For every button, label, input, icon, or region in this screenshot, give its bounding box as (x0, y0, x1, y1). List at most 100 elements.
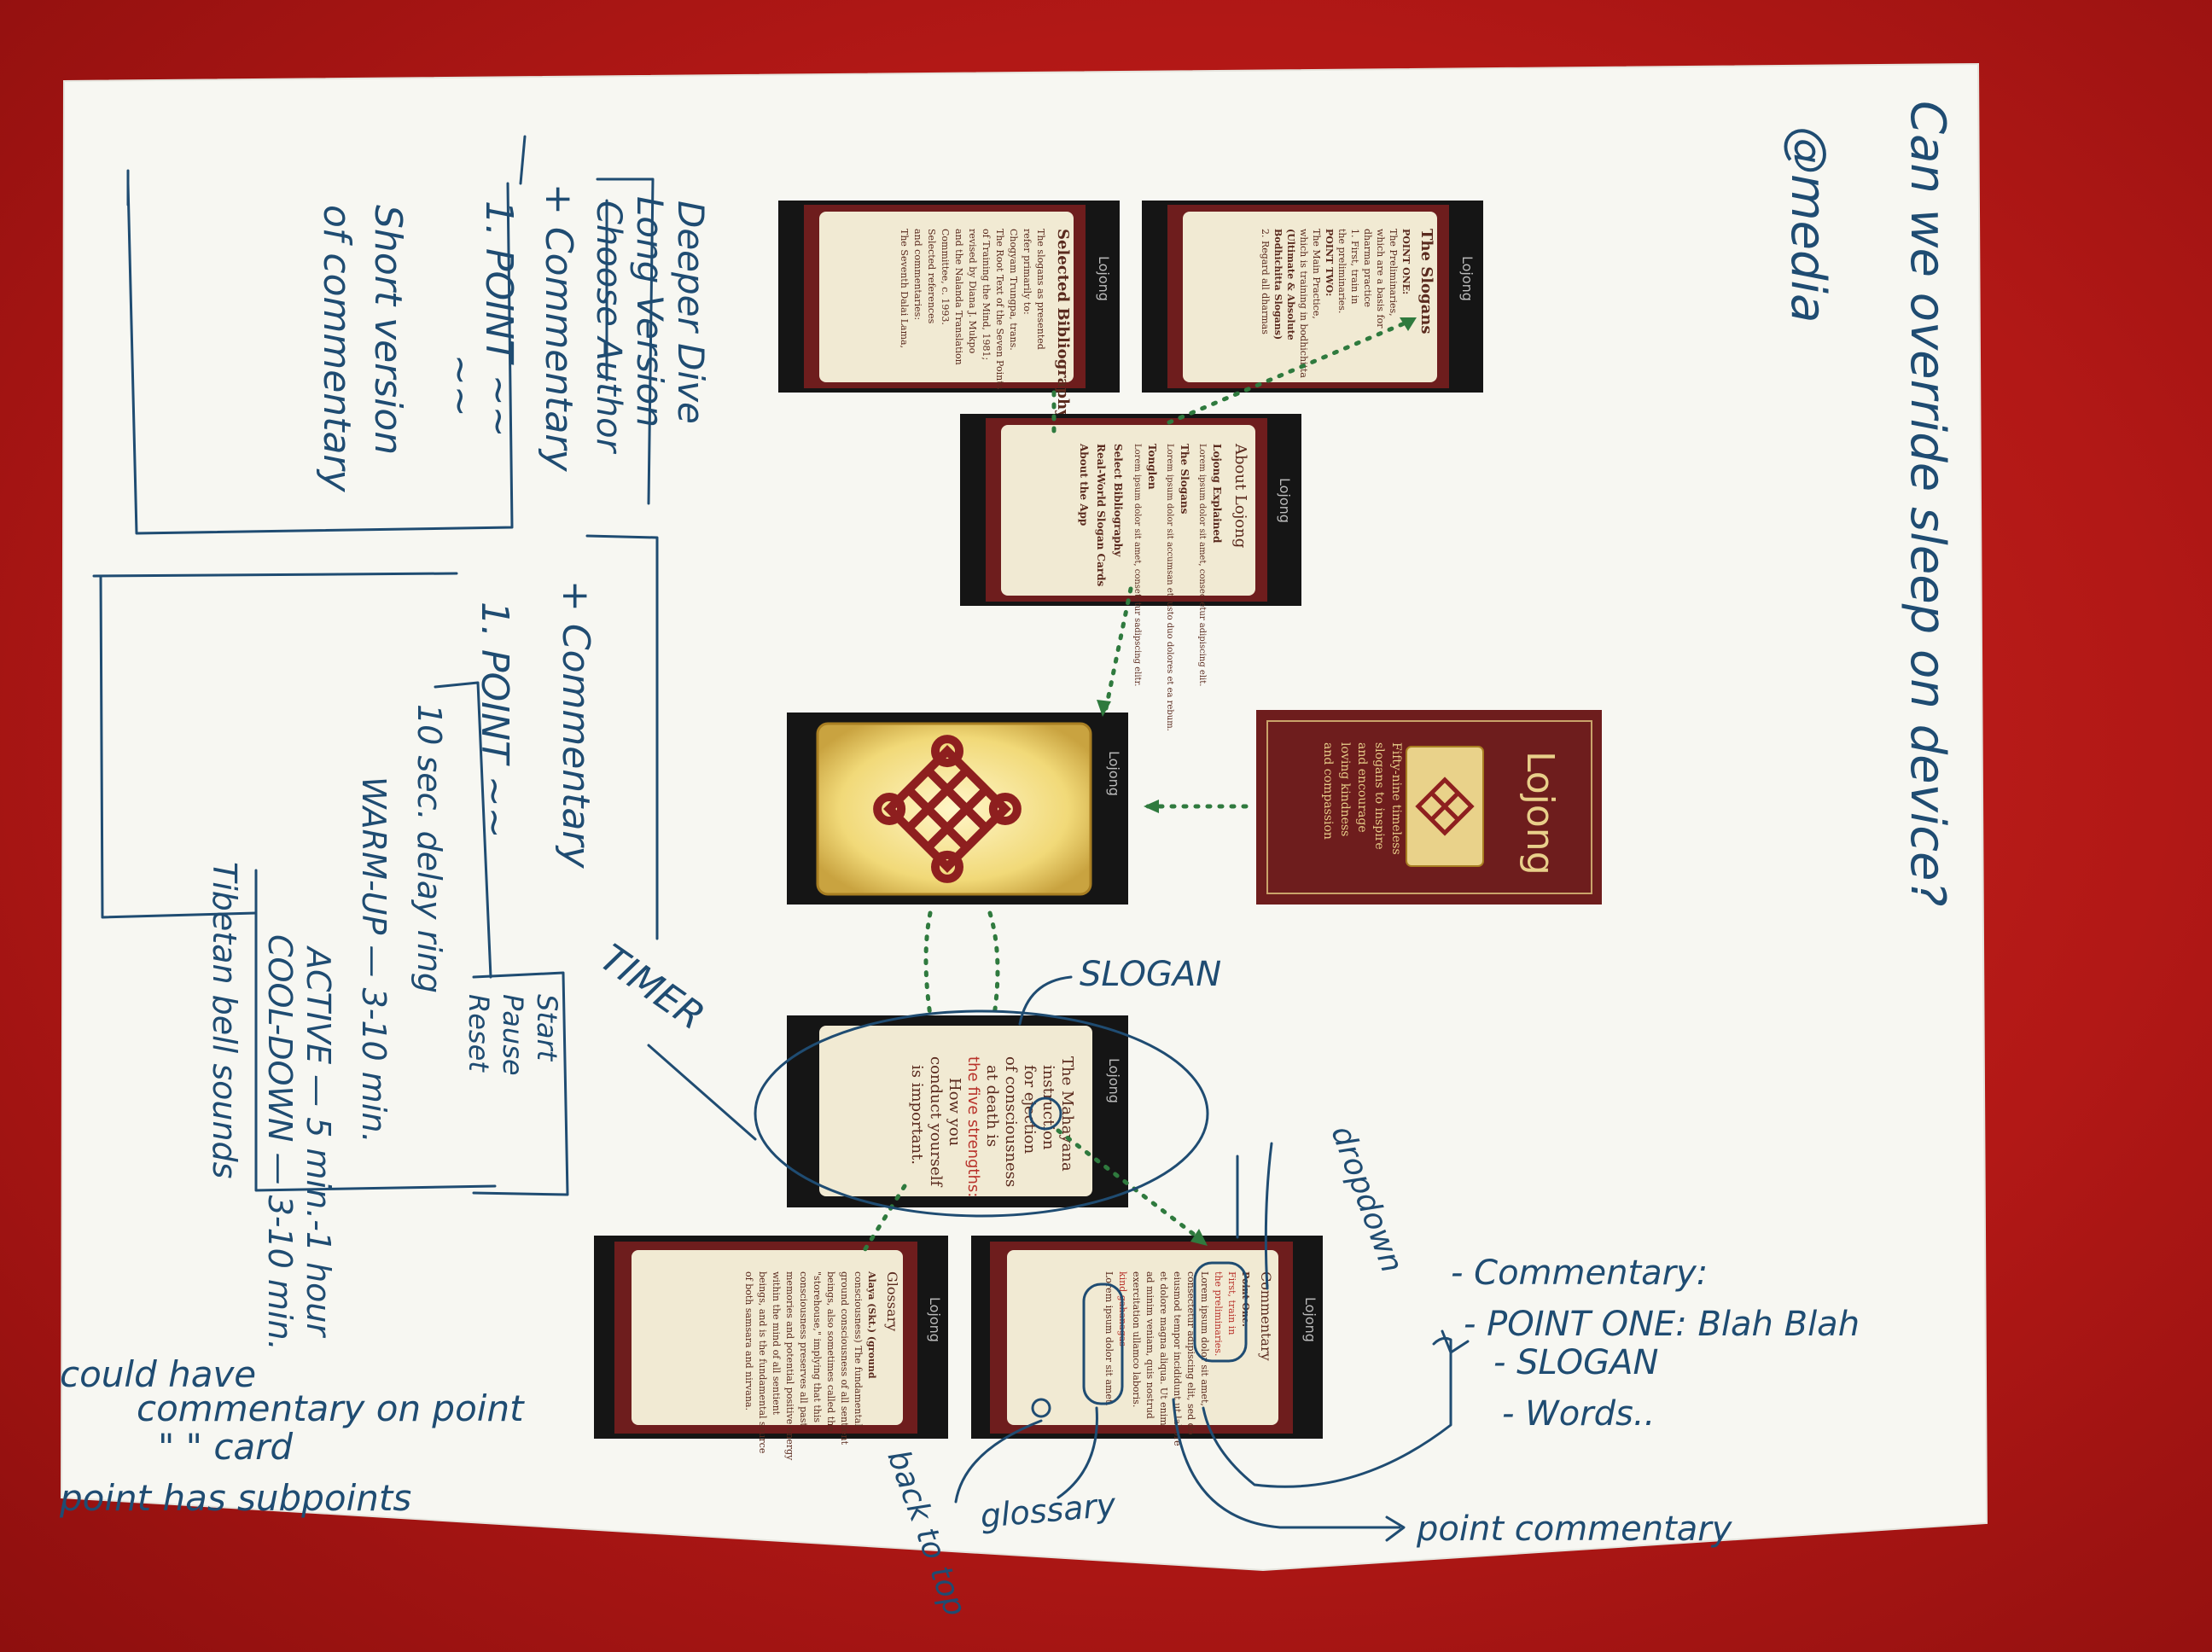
commentary-list-item: - SLOGAN (1493, 1343, 1658, 1382)
glossary-line: consciousness) The fundamental (853, 1271, 864, 1427)
glossary-heading: Glossary (884, 1271, 900, 1331)
short-version: Short version (366, 205, 410, 455)
slogans-line: The Main Practice, (1311, 229, 1322, 319)
point-commentary-label: point commentary (1416, 1509, 1733, 1549)
about-item: About the App (1078, 443, 1090, 526)
slogan-line: conduct yourself (927, 1056, 945, 1188)
splash-tagline: loving kindness (1338, 742, 1352, 836)
bibliography-line: Selected references (926, 229, 937, 324)
slogan-line: at death is (983, 1065, 1001, 1147)
slogans-line: which is training in bodhichitta (1298, 229, 1309, 378)
bibliography-nav-title: Lojong (1096, 256, 1112, 301)
long-version-label: Long Version (629, 196, 671, 428)
bibliography-line: of Training the Mind, 1981; (981, 229, 992, 360)
bibliography-line: and the Nalanda Translation (953, 229, 964, 365)
screen-glossary: Glossary Alaya (Skt.) (ground consciousn… (594, 1236, 948, 1461)
choose-author-crossed: Choose Author (589, 201, 628, 455)
commentary-heading: Commentary (1258, 1271, 1274, 1361)
glossary-line: consciousness preserves all past (798, 1271, 809, 1427)
slogans-nav-title: Lojong (1459, 256, 1476, 301)
screen-knot: Lojong (787, 713, 1128, 905)
slogans-line: Bodhichitta Slogans) (1272, 229, 1284, 340)
bibliography-line: Chogyam Trungpa, trans. (1008, 229, 1019, 351)
about-item: Lorem ipsum dolor sit amet, consectetur … (1197, 444, 1207, 686)
deeper-point: 1. POINT ~~ (477, 201, 521, 438)
screen-slogan: The Mahayana instruction for ejection of… (787, 1015, 1128, 1207)
bottom-note-line: could have (60, 1353, 256, 1395)
slogans-line: dharma practice (1362, 229, 1373, 307)
about-item: The Slogans (1179, 444, 1190, 515)
slogan-line: is important. (908, 1065, 926, 1165)
glossary-line: beings, also sometimes called the (825, 1271, 836, 1432)
splash-tagline: Fifty-nine timeless (1389, 742, 1403, 855)
glossary-line: of both samsara and nirvana. (743, 1271, 754, 1411)
commentary-line: First, train in (1226, 1271, 1237, 1335)
bibliography-line: Committee, c. 1993. (940, 229, 951, 325)
slogans-line: The Preliminaries, (1388, 229, 1399, 317)
slogans-line: 1. First, train in (1349, 229, 1360, 304)
commentary-list-item: - Words.. (1502, 1394, 1655, 1434)
tibetan-bell: Tibetan bell sounds (206, 862, 243, 1178)
slogan-line: The Mahayana (1058, 1056, 1076, 1172)
bottom-note-line: commentary on point (137, 1387, 525, 1429)
bottom-note-line: point has subpoints (59, 1477, 411, 1519)
timer-commentary: + Commentary (554, 580, 597, 869)
bibliography-line: The Root Text of the Seven Points (994, 229, 1005, 390)
screen-bibliography: Selected Bibliography The slogans as pre… (778, 201, 1120, 419)
splash-tagline: slogans to inspire (1372, 742, 1386, 850)
short-version-cont: of commentary (315, 205, 358, 492)
slogan-highlight: the five strengths: (964, 1056, 982, 1197)
slogans-line: 2. Regard all dharmas (1260, 229, 1271, 334)
slogans-line: (Ultimate & Absolute (1285, 229, 1296, 340)
commentary-list-item: - POINT ONE: Blah Blah (1464, 1305, 1860, 1344)
about-item: Lojong Explained (1211, 444, 1223, 544)
about-item: Lorem ipsum dolor sit accumsan et justo … (1165, 444, 1174, 731)
commentary-line: the preliminaries. (1213, 1271, 1224, 1356)
commentary-line: eiusmod tempor incididunt ut labore (1172, 1271, 1183, 1446)
about-heading: About Lojong (1231, 443, 1249, 548)
bibliography-line: The Seventh Dalai Lama, (899, 229, 910, 348)
glossary-line: within the mind of all sentient (771, 1271, 782, 1416)
splash-tagline: and compassion (1321, 742, 1335, 840)
timer-sketch: + Commentary 1. POINT ~~ 10 sec. delay r… (92, 534, 659, 1351)
bibliography-heading: Selected Bibliography (1054, 229, 1072, 419)
glossary-line: memories and potential positive energy (784, 1271, 795, 1461)
endless-knot-icon (873, 735, 1022, 883)
timer-warm-up: WARM-UP — 3-10 min. (355, 777, 393, 1143)
note-media-query: @media (1780, 126, 1836, 323)
slogans-line: POINT TWO: (1324, 229, 1335, 296)
commentary-line: et dolore magna aliqua. Ut enim (1158, 1271, 1169, 1426)
slogans-line: which are a basis for (1375, 229, 1386, 329)
glossary-line: Alaya (Skt.) (ground (866, 1271, 877, 1379)
about-item: Lorem ipsum dolor sit amet, consetetur s… (1132, 444, 1142, 686)
deeper-dive-sketch: Deeper Dive Long Version Choose Author +… (126, 135, 712, 535)
slogan-line: of consciousness (1002, 1056, 1020, 1187)
commentary-line: ad minim veniam, quis nostrud (1144, 1271, 1155, 1419)
note-override-sleep: Can we override sleep on device? (1900, 101, 1955, 906)
commentary-list-item: - Commentary: (1451, 1254, 1708, 1293)
bottom-note-line: " " card (158, 1426, 293, 1468)
about-nav-title: Lojong (1277, 478, 1293, 523)
deeper-commentary: + Commentary (537, 183, 580, 472)
slogans-line: the preliminaries. (1336, 229, 1348, 313)
splash-tagline: and encourage (1355, 742, 1369, 833)
slogan-label: SLOGAN (1080, 955, 1221, 994)
deeper-dive-title: Deeper Dive (670, 201, 712, 424)
flow-arrows (859, 317, 1417, 1257)
glossary-line: ground consciousness of all sentient (839, 1271, 850, 1446)
timer-point: 1. POINT ~~ (473, 602, 516, 839)
about-item: Real-World Slogan Cards (1095, 444, 1107, 587)
slogan-line: How you (946, 1078, 963, 1146)
knot-nav-title: Lojong (1106, 751, 1122, 796)
bibliography-line: revised by Diana J. Mukpo (967, 229, 978, 354)
deeper-point-cont: ~~ (439, 354, 482, 417)
slogans-heading: The Slogans (1417, 229, 1435, 334)
timer-cool-down: COOL-DOWN — 3-10 min. (261, 934, 299, 1351)
splash-title: Lojong (1518, 751, 1562, 875)
glossary-line: "storehouse," implying that this (812, 1271, 823, 1422)
commentary-line: Lorem ipsum dolor sit amet. (1103, 1271, 1115, 1406)
commentary-line: Lorem ipsum dolor sit amet, (1199, 1271, 1210, 1406)
commentary-nav-title: Lojong (1302, 1297, 1318, 1342)
about-item: Select Bibliography (1112, 444, 1124, 557)
